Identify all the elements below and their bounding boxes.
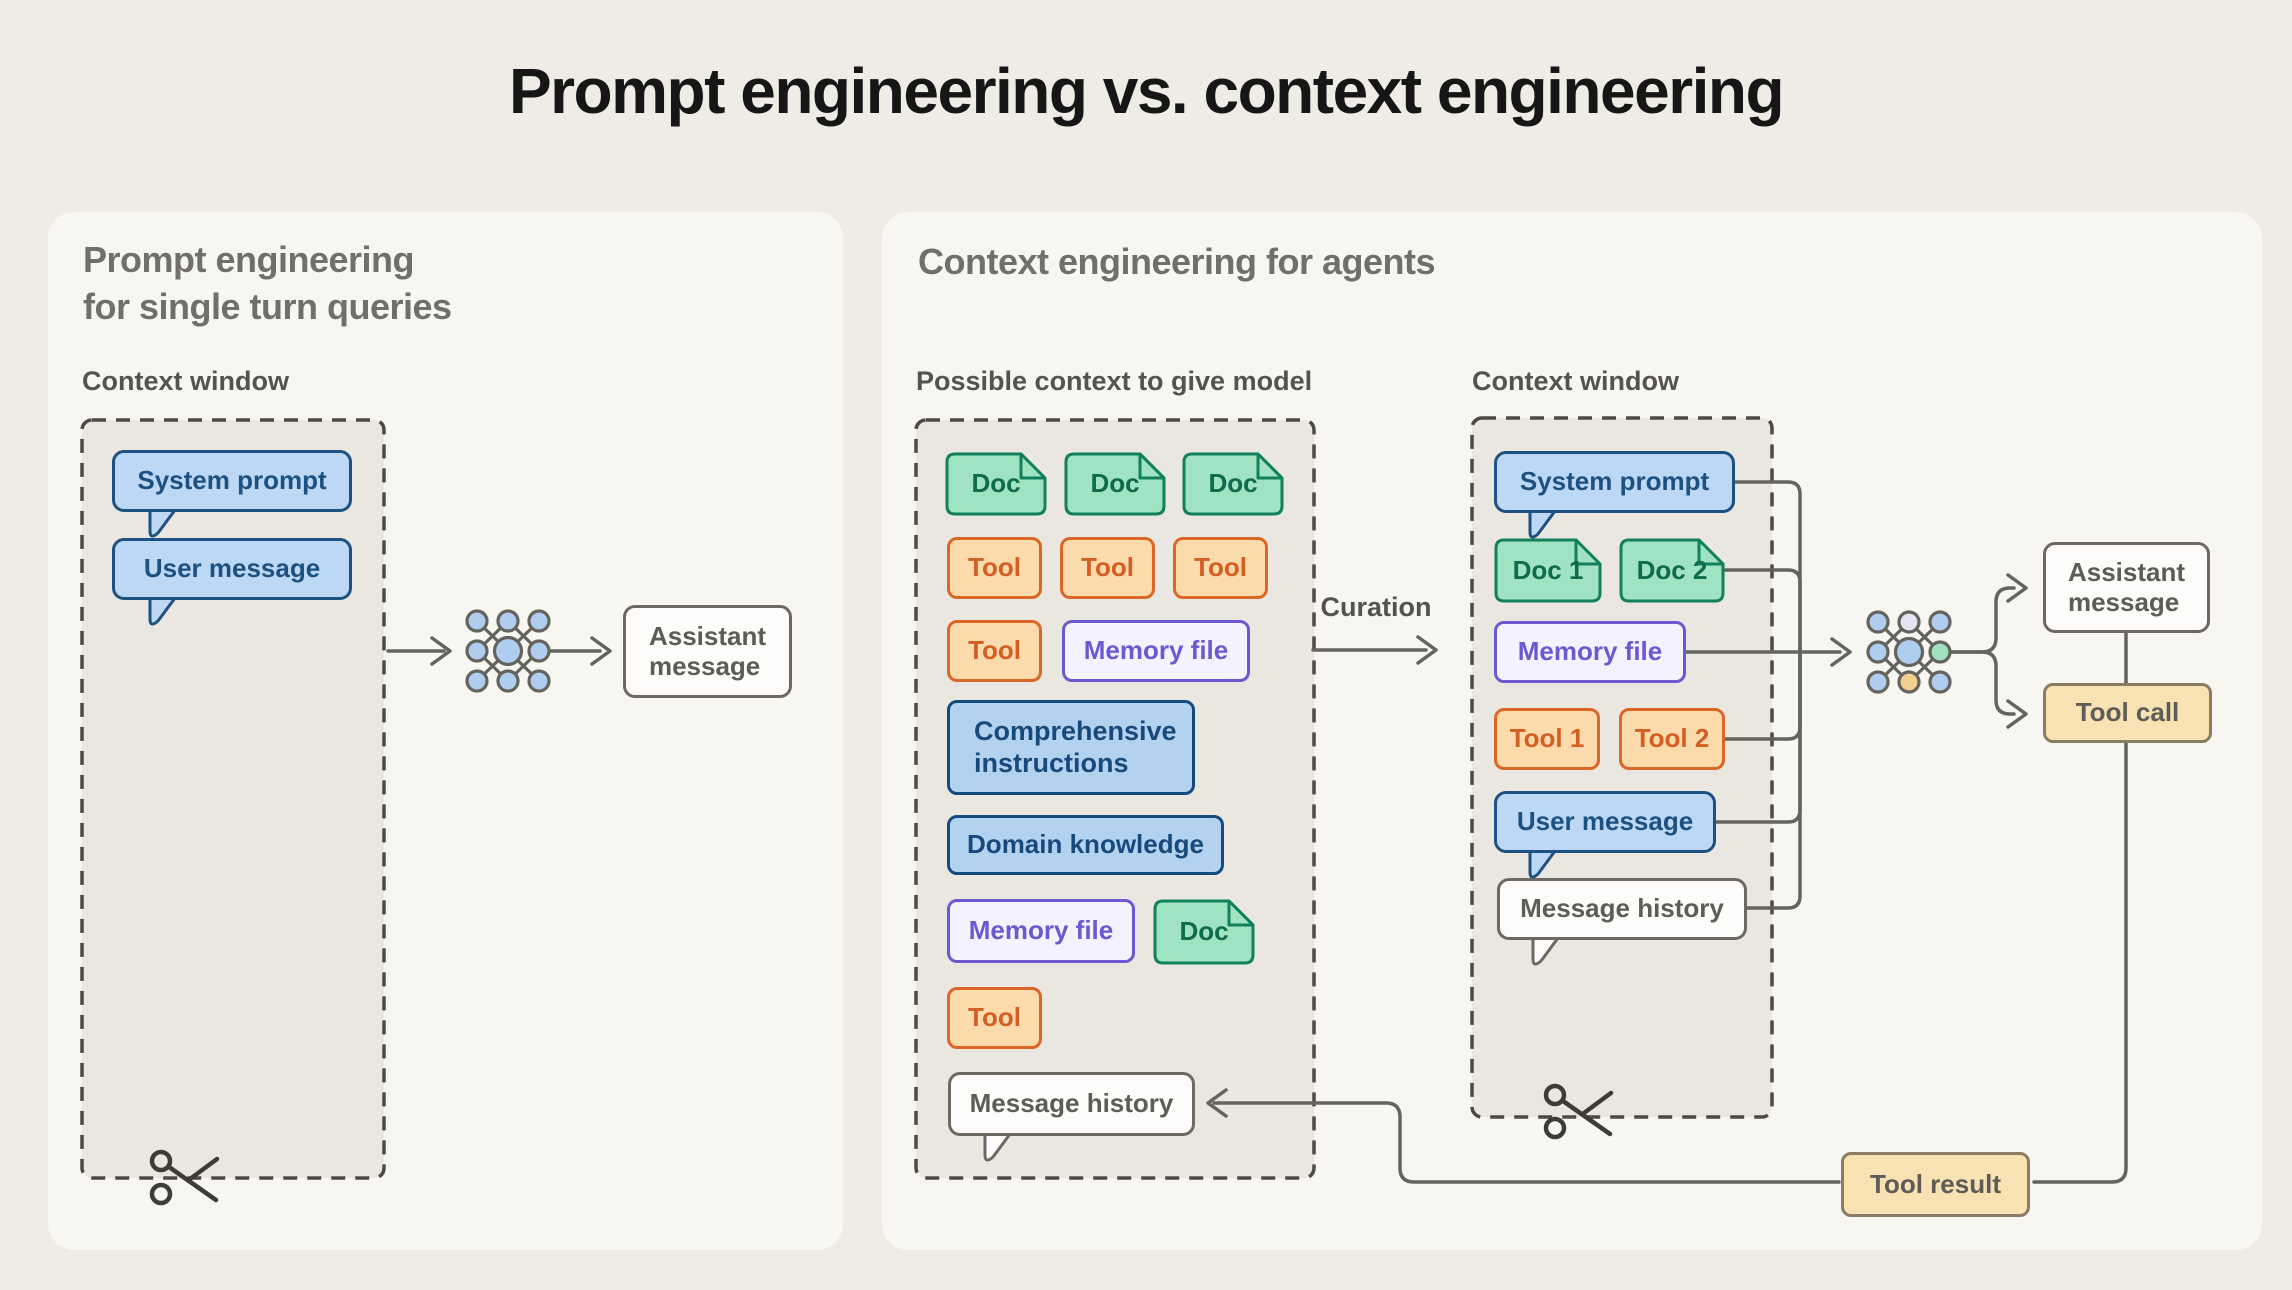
memory-file-box: Memory file [1494,621,1686,683]
tool-item: Tool [1060,537,1155,599]
tool-call-box: Tool call [2043,683,2212,743]
doc-item: Doc [1153,899,1255,965]
doc-item: Doc [945,452,1047,516]
tool-item: Tool [947,537,1042,599]
domain-knowledge-box: Domain knowledge [947,815,1224,875]
doc-item: Doc [1182,452,1284,516]
doc-label: Doc [971,468,1021,499]
comprehensive-instructions-box: Comprehensive instructions [947,700,1195,795]
doc-item: Doc [1064,452,1166,516]
doc-label: Doc [1208,468,1258,499]
doc-item: Doc 1 [1494,538,1602,603]
left-panel-heading-line2: for single turn queries [83,286,452,327]
message-history-box: Message history [1497,878,1747,940]
tool-result-box: Tool result [1841,1152,2030,1217]
doc-label: Doc [1090,468,1140,499]
left-panel-heading-line1: Prompt engineering [83,239,415,280]
user-message-box: User message [1494,791,1716,853]
possible-context-label: Possible context to give model [916,366,1313,396]
assistant-message-box: Assistant message [623,605,792,698]
memory-file-box: Memory file [1062,620,1250,682]
left-panel-heading: Prompt engineering for single turn queri… [83,236,452,330]
memory-file-box: Memory file [947,899,1135,963]
right-panel-heading: Context engineering for agents [918,241,1436,282]
system-prompt-box: System prompt [112,450,352,512]
curation-label: Curation [1320,592,1432,622]
left-context-window-label: Context window [82,366,289,396]
page-title: Prompt engineering vs. context engineeri… [508,55,1785,127]
tool-item: Tool [1173,537,1268,599]
user-message-box: User message [112,538,352,600]
tool-item: Tool [947,620,1042,682]
assistant-message-box: Assistant message [2043,542,2210,633]
message-history-box: Message history [948,1072,1195,1136]
right-context-window-label: Context window [1472,366,1679,396]
doc-label: Doc 2 [1636,554,1708,585]
system-prompt-box: System prompt [1494,451,1735,513]
tool-item: Tool [947,987,1042,1049]
tool-item: Tool 2 [1619,708,1725,770]
tool-item: Tool 1 [1494,708,1600,770]
doc-label: Doc 1 [1512,554,1584,585]
doc-label: Doc [1179,916,1229,947]
doc-item: Doc 2 [1619,538,1725,603]
